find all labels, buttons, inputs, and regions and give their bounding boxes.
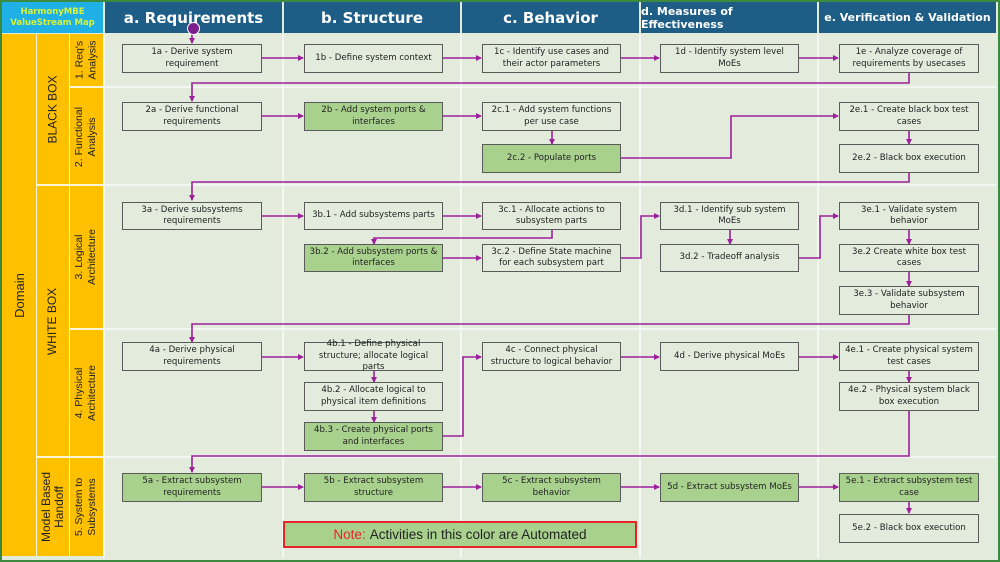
activity-4b3[interactable]: 4b.3 - Create physical ports and interfa…: [304, 422, 443, 451]
phase-label-functional-analysis: 2. Functional Analysis: [70, 88, 103, 185]
lane-divider: [460, 34, 462, 558]
activity-3e3[interactable]: 3e.3 - Validate subsystem behavior: [839, 286, 979, 315]
activity-2e1[interactable]: 2e.1 - Create black box test cases: [839, 102, 979, 131]
activity-4b1[interactable]: 4b.1 - Define physical structure; alloca…: [304, 339, 443, 372]
activity-1b[interactable]: 1b - Define system context: [304, 44, 443, 73]
arrow-3c1-3b2: [371, 229, 553, 245]
activity-4c[interactable]: 4c - Connect physical structure to logic…: [482, 342, 621, 371]
note-label: Note:: [333, 527, 366, 542]
note-text: Activities in this color are Automated: [369, 527, 587, 542]
row-divider: [104, 328, 996, 330]
activity-4d[interactable]: 4d - Derive physical MoEs: [660, 342, 799, 371]
phase-label-text: 4. Physical Architecture: [74, 365, 100, 421]
activity-2b[interactable]: 2b - Add system ports & interfaces: [304, 102, 443, 131]
row-divider: [104, 456, 996, 458]
activity-2c2[interactable]: 2c.2 - Populate ports: [482, 144, 621, 173]
phase-label-line1: 2. Functional: [73, 106, 86, 167]
activity-3a[interactable]: 3a - Derive subsystems requirements: [122, 202, 262, 230]
phase-label-line1: 3. Logical: [73, 234, 86, 280]
phase-label-text: 1. Req's Analysis: [74, 40, 100, 79]
column-header-vv: e. Verification & Validation: [819, 2, 996, 33]
group-label-line2: Handoff: [52, 486, 67, 528]
activity-5b[interactable]: 5b - Extract subsystem structure: [304, 473, 443, 502]
phase-label-line2: Architecture: [86, 364, 99, 422]
activity-2c1[interactable]: 2c.1 - Add system functions per use case: [482, 102, 621, 131]
column-header-structure: b. Structure: [284, 2, 460, 33]
phase-label-line1: 5. System to: [73, 477, 86, 537]
label-separator: [69, 34, 70, 556]
arrow-4e2-5a: [189, 410, 910, 473]
phase-label-text: 5. System to Subsystems: [74, 478, 100, 536]
activity-4b2[interactable]: 4b.2 - Allocate logical to physical item…: [304, 382, 443, 411]
lane-divider: [103, 34, 105, 558]
activity-5d[interactable]: 5d - Extract subsystem MoEs: [660, 473, 799, 502]
lane-divider: [282, 34, 284, 558]
activity-3c2[interactable]: 3c.2 - Define State machine for each sub…: [482, 244, 621, 272]
activity-4e1[interactable]: 4e.1 - Create physical system test cases: [839, 342, 979, 371]
group-label-model-based-handoff: Model Based Handoff: [37, 458, 69, 556]
label-separator: [37, 456, 103, 458]
activity-2e2[interactable]: 2e.2 - Black box execution: [839, 144, 979, 173]
automation-legend-note: Note: Activities in this color are Autom…: [283, 521, 637, 548]
label-separator: [36, 34, 37, 556]
phase-label-line2: Architecture: [86, 228, 99, 286]
arrow-4b3-4c: [443, 354, 482, 437]
map-title: HarmonyMBE ValueStream Map: [2, 2, 103, 33]
activity-5e1[interactable]: 5e.1 - Extract subsystem test case: [839, 473, 979, 502]
label-separator: [70, 86, 103, 88]
activity-4e2[interactable]: 4e.2 - Physical system black box executi…: [839, 382, 979, 411]
activity-1e[interactable]: 1e - Analyze coverage of requirements by…: [839, 44, 979, 73]
phase-label-reqs-analysis: 1. Req's Analysis: [70, 34, 103, 86]
activity-1a[interactable]: 1a - Derive system requirement: [122, 44, 262, 73]
group-label-text: Model Based Handoff: [39, 472, 67, 542]
activity-3b1[interactable]: 3b.1 - Add subsystems parts: [304, 202, 443, 230]
phase-label-line2: Subsystems: [86, 478, 99, 536]
row-divider: [104, 184, 996, 186]
activity-3e2[interactable]: 3e.2 Create white box test cases: [839, 244, 979, 272]
phase-label-line1: 4. Physical: [73, 367, 86, 419]
lane-divider: [639, 34, 641, 558]
group-label-white-box: WHITE BOX: [37, 186, 69, 456]
label-separator: [70, 328, 103, 330]
column-header-moe: d. Measures of Effectiveness: [641, 2, 817, 33]
phase-label-line1: 1. Req's: [73, 40, 86, 80]
activity-3d1[interactable]: 3d.1 - Identify sub system MoEs: [660, 202, 799, 230]
activity-3b2[interactable]: 3b.2 - Add subsystem ports & interfaces: [304, 244, 443, 272]
domain-label: Domain: [2, 34, 36, 556]
phase-label-text: 3. Logical Architecture: [74, 229, 100, 285]
row-divider: [104, 86, 996, 88]
label-separator: [37, 184, 103, 186]
phase-label-text: 2. Functional Analysis: [74, 106, 100, 166]
activity-5c[interactable]: 5c - Extract subsystem behavior: [482, 473, 621, 502]
phase-label-line2: Analysis: [86, 40, 99, 80]
activity-3d2[interactable]: 3d.2 - Tradeoff analysis: [660, 244, 799, 272]
column-header-behavior: c. Behavior: [462, 2, 639, 33]
arrow-2e2-3a: [189, 172, 910, 201]
group-label-black-box: BLACK BOX: [37, 34, 69, 185]
arrow-2c2-2e1: [621, 113, 839, 159]
activity-5a[interactable]: 5a - Extract subsystem requirements: [122, 473, 262, 502]
phase-label-line2: Analysis: [86, 116, 99, 157]
activity-5e2[interactable]: 5e.2 - Black box execution: [839, 514, 979, 543]
lane-divider: [817, 34, 819, 558]
map-title-line1: HarmonyMBE: [20, 6, 85, 17]
group-label-text: BLACK BOX: [45, 75, 60, 144]
activity-1c[interactable]: 1c - Identify use cases and their actor …: [482, 44, 621, 73]
start-node: [187, 22, 200, 35]
activity-1d[interactable]: 1d - Identify system level MoEs: [660, 44, 799, 73]
map-title-line2: ValueStream Map: [10, 17, 95, 28]
domain-label-text: Domain: [11, 272, 27, 318]
phase-label-logical-architecture: 3. Logical Architecture: [70, 186, 103, 328]
phase-label-physical-architecture: 4. Physical Architecture: [70, 330, 103, 456]
phase-label-system-to-subsystems: 5. System to Subsystems: [70, 458, 103, 556]
group-label-text: WHITE BOX: [45, 287, 60, 355]
activity-3e1[interactable]: 3e.1 - Validate system behavior: [839, 202, 979, 230]
activity-2a[interactable]: 2a - Derive functional requirements: [122, 102, 262, 131]
activity-4a[interactable]: 4a - Derive physical requirements: [122, 342, 262, 371]
activity-3c1[interactable]: 3c.1 - Allocate actions to subsystem par…: [482, 202, 621, 230]
